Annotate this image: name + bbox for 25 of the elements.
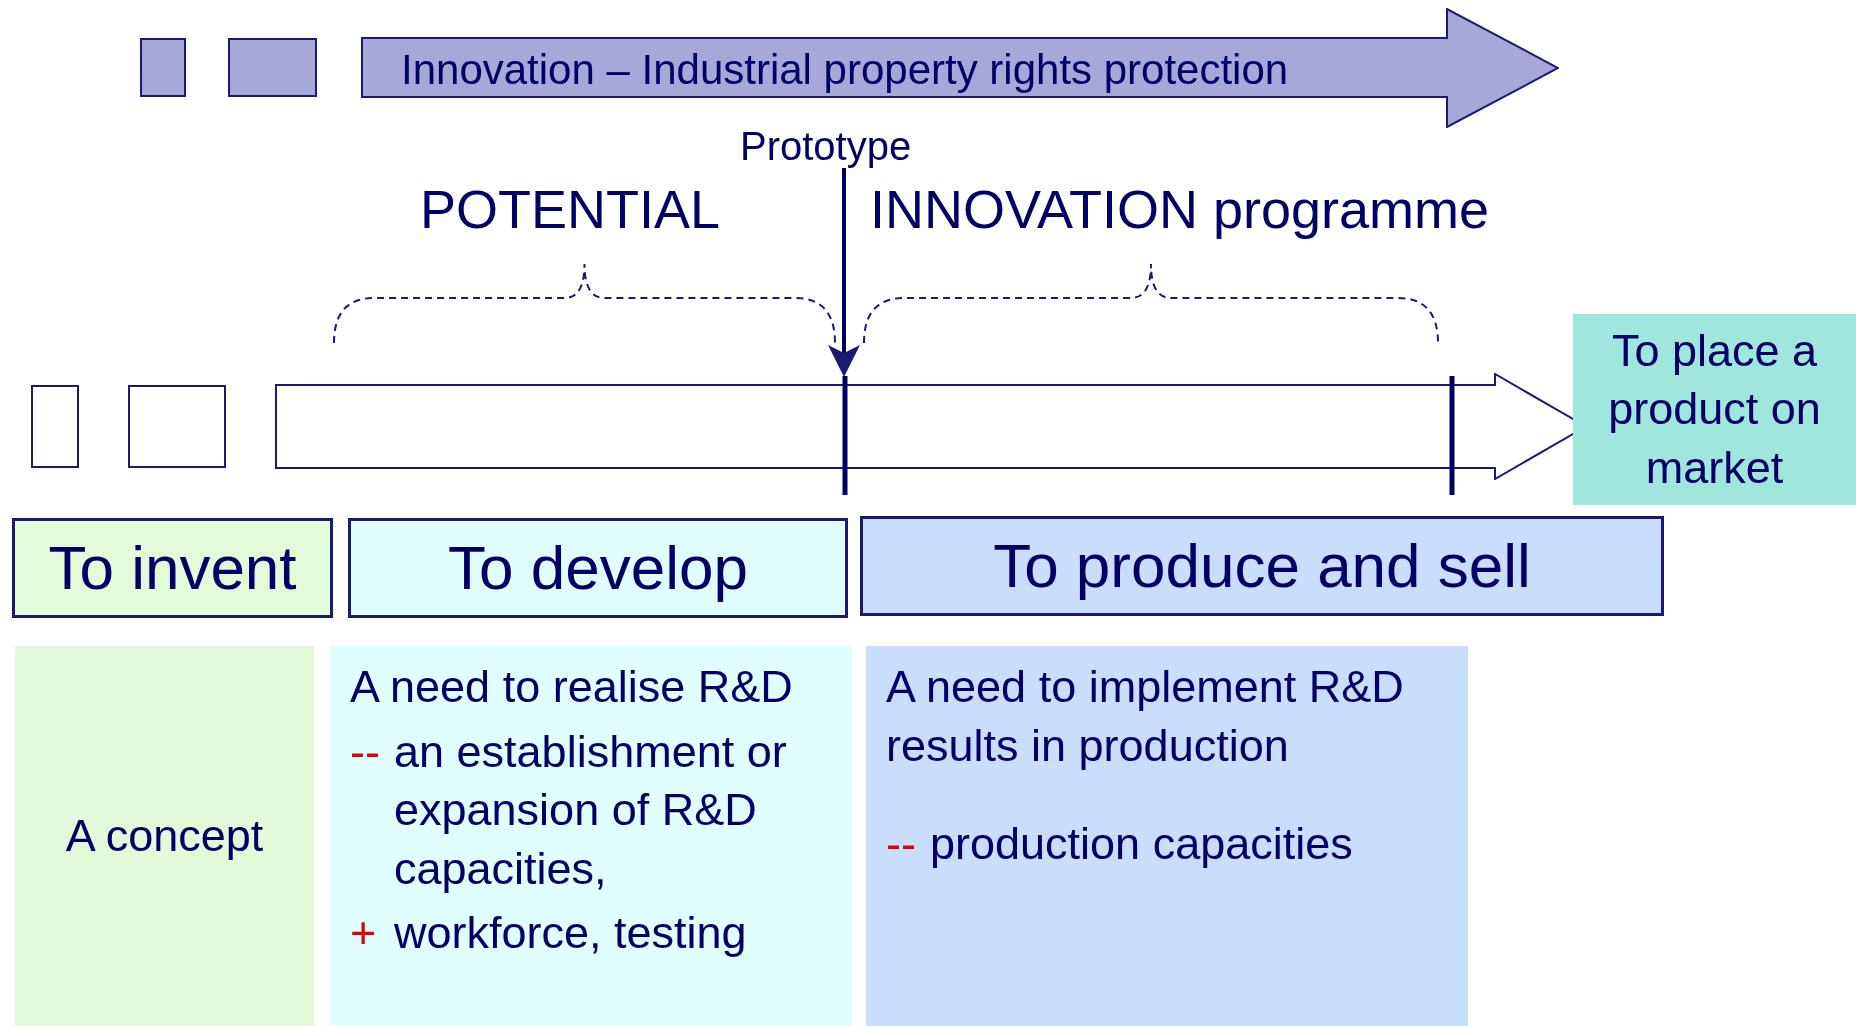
description-text: -- production capacities xyxy=(886,817,1354,871)
description-text: A concept xyxy=(65,808,264,863)
arrow xyxy=(828,168,860,377)
stage-panel xyxy=(1573,314,1856,505)
milestone-label: Prototype xyxy=(740,123,913,170)
description-panel xyxy=(866,646,1468,1026)
stage-panel xyxy=(12,518,333,618)
small-box xyxy=(31,385,79,468)
stage-panel xyxy=(15,646,314,1026)
stage-title: To develop xyxy=(448,531,748,604)
banner-text: Innovation – Industrial property rights protection xyxy=(401,46,1289,94)
stage-title: To produce and sell xyxy=(993,529,1531,602)
description-panel xyxy=(330,646,852,1026)
description-text: A need to implement R&D results in production xyxy=(886,660,1405,773)
phase-label: POTENTIAL xyxy=(420,178,721,240)
stage-panel xyxy=(860,516,1664,616)
stage-panel xyxy=(348,518,848,618)
stage-title: To invent xyxy=(48,531,297,604)
description-text: To place a product on market xyxy=(1607,323,1822,495)
phase-label: INNOVATION programme xyxy=(870,178,1490,240)
small-box xyxy=(228,38,317,97)
small-box xyxy=(128,385,226,468)
description-text: + workforce, testing xyxy=(350,906,748,960)
small-box xyxy=(140,38,186,97)
description-text: A need to realise R&D xyxy=(350,660,794,714)
